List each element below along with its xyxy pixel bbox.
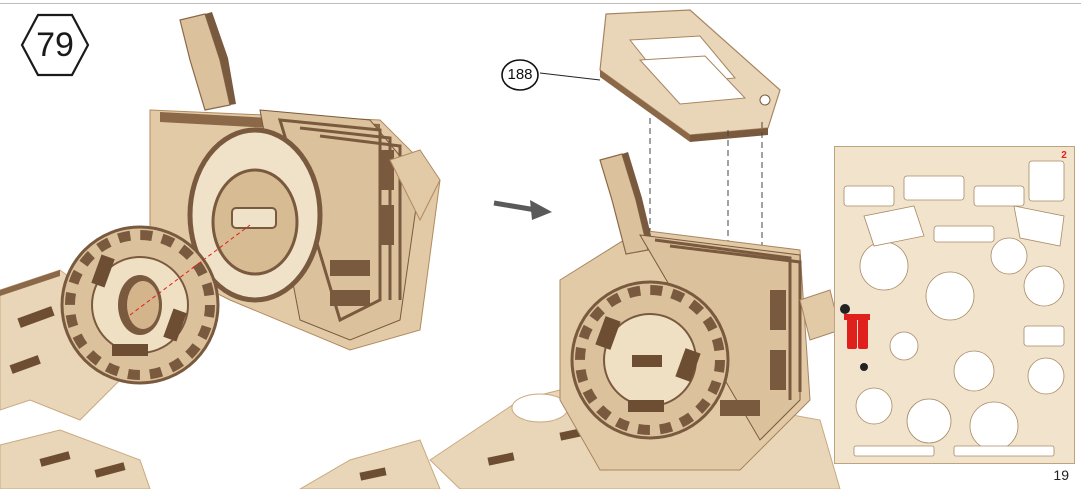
part-number-label: 188 <box>500 66 540 83</box>
part-callout: 188 <box>500 58 540 92</box>
sheet-number: 2 <box>1054 150 1074 161</box>
part-188 <box>600 10 780 142</box>
assembly-arrow-icon <box>494 200 552 220</box>
highlighted-part <box>844 314 870 349</box>
page-number: 19 <box>1053 467 1069 483</box>
callout-leader <box>540 73 600 80</box>
parts-sheet-thumbnail <box>834 146 1081 464</box>
